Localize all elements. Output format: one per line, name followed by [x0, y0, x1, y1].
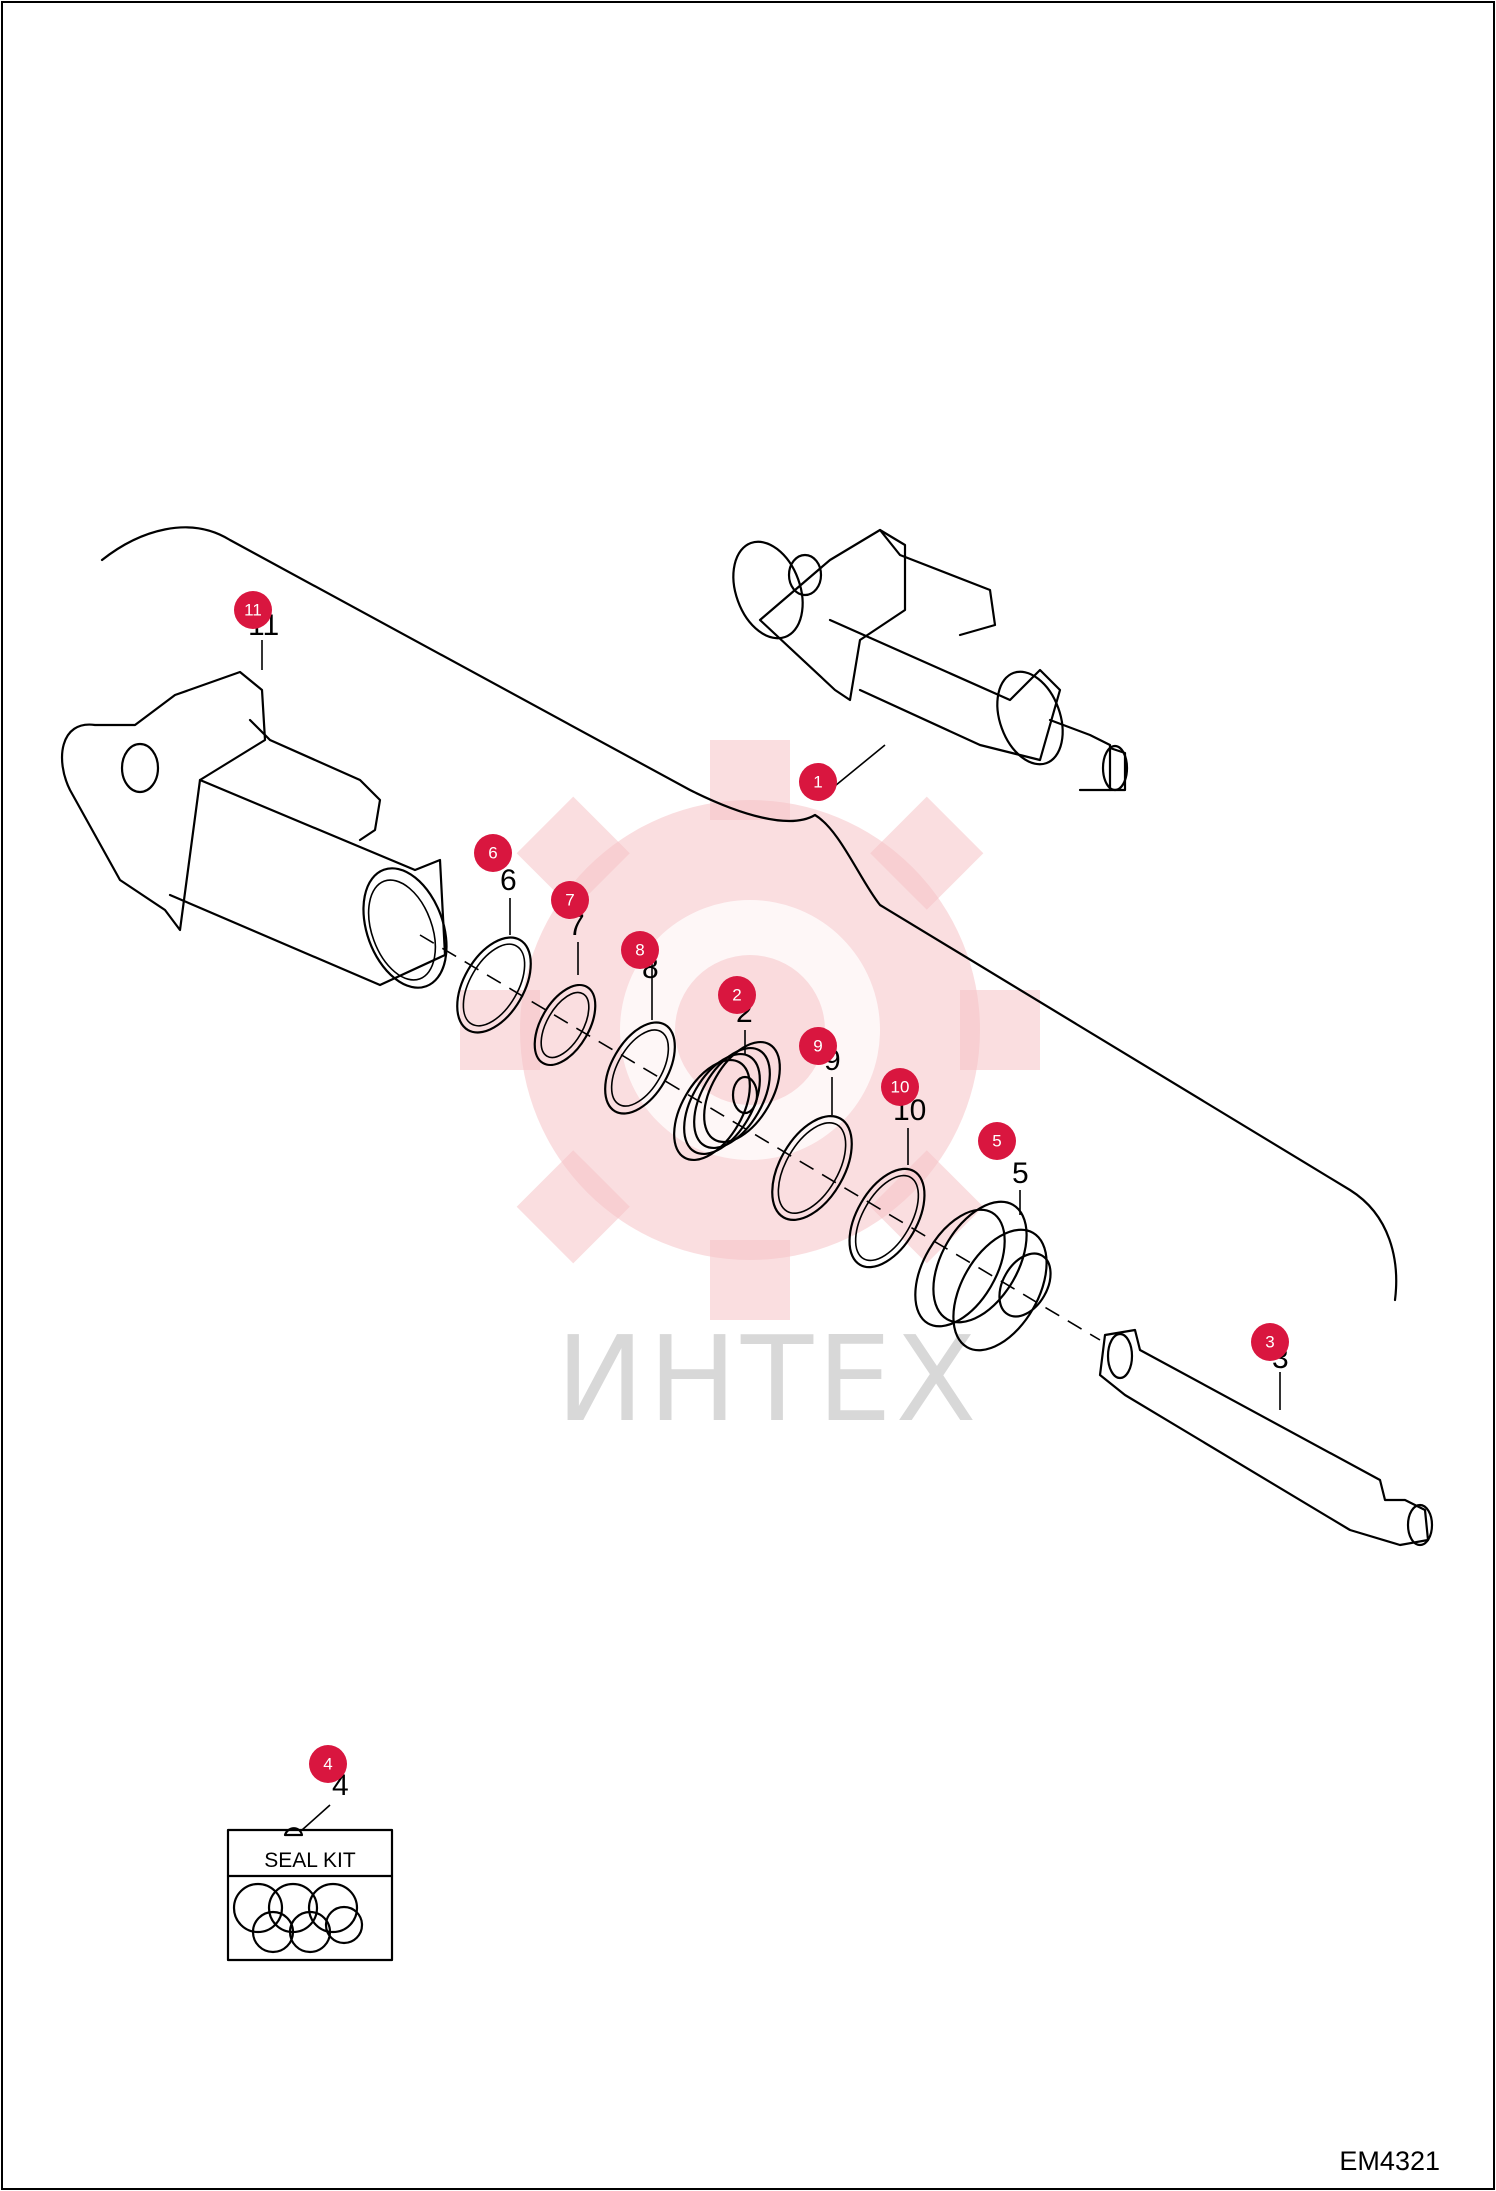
svg-text:7: 7 — [565, 891, 574, 910]
callout-11[interactable]: 11 — [234, 591, 272, 629]
svg-text:10: 10 — [891, 1078, 910, 1097]
svg-text:9: 9 — [813, 1037, 822, 1056]
svg-text:3: 3 — [1265, 1333, 1274, 1352]
assembled-cylinder-illustration — [732, 528, 1129, 792]
callout-8[interactable]: 8 — [621, 931, 659, 969]
assembly-axis-line — [419, 934, 1101, 1341]
callout-5[interactable]: 5 — [978, 1122, 1016, 1160]
callout-9[interactable]: 9 — [799, 1027, 837, 1065]
piston-rod-part-3 — [1098, 1328, 1434, 1547]
ring-part-7 — [533, 983, 597, 1067]
svg-text:4: 4 — [323, 1755, 332, 1774]
svg-text:2: 2 — [732, 986, 741, 1005]
svg-text:8: 8 — [635, 941, 644, 960]
callout-7[interactable]: 7 — [551, 881, 589, 919]
svg-text:5: 5 — [992, 1132, 1001, 1151]
drawing-code: EM4321 — [1339, 2146, 1440, 2176]
ring-part-8 — [604, 1021, 676, 1115]
svg-text:11: 11 — [244, 601, 262, 620]
callout-6[interactable]: 6 — [474, 834, 512, 872]
callout-3[interactable]: 3 — [1251, 1323, 1289, 1361]
assembly-outline-curve — [100, 526, 1398, 1302]
callout-10[interactable]: 10 — [881, 1068, 919, 1106]
seal-kit-package: SEAL KIT — [226, 1827, 394, 1962]
callout-4[interactable]: 4 — [309, 1745, 347, 1783]
seal-kit-label: SEAL KIT — [264, 1849, 356, 1872]
part-number-5: 5 — [1012, 1157, 1029, 1190]
callout-markers: 1 2 3 4 5 6 7 8 9 10 11 — [234, 591, 1289, 1783]
ring-part-6 — [456, 936, 532, 1034]
part-number-6: 6 — [500, 864, 517, 897]
cylinder-barrel-illustration — [60, 670, 448, 989]
callout-2[interactable]: 2 — [718, 976, 756, 1014]
leader-lines — [261, 640, 1281, 1831]
svg-text:1: 1 — [813, 773, 822, 792]
gland-part-5 — [914, 1200, 1052, 1352]
svg-text:6: 6 — [488, 844, 497, 863]
watermark-text: ИНТЕХ — [556, 1310, 980, 1448]
callout-1[interactable]: 1 — [799, 763, 837, 801]
ring-part-10 — [848, 1167, 926, 1269]
